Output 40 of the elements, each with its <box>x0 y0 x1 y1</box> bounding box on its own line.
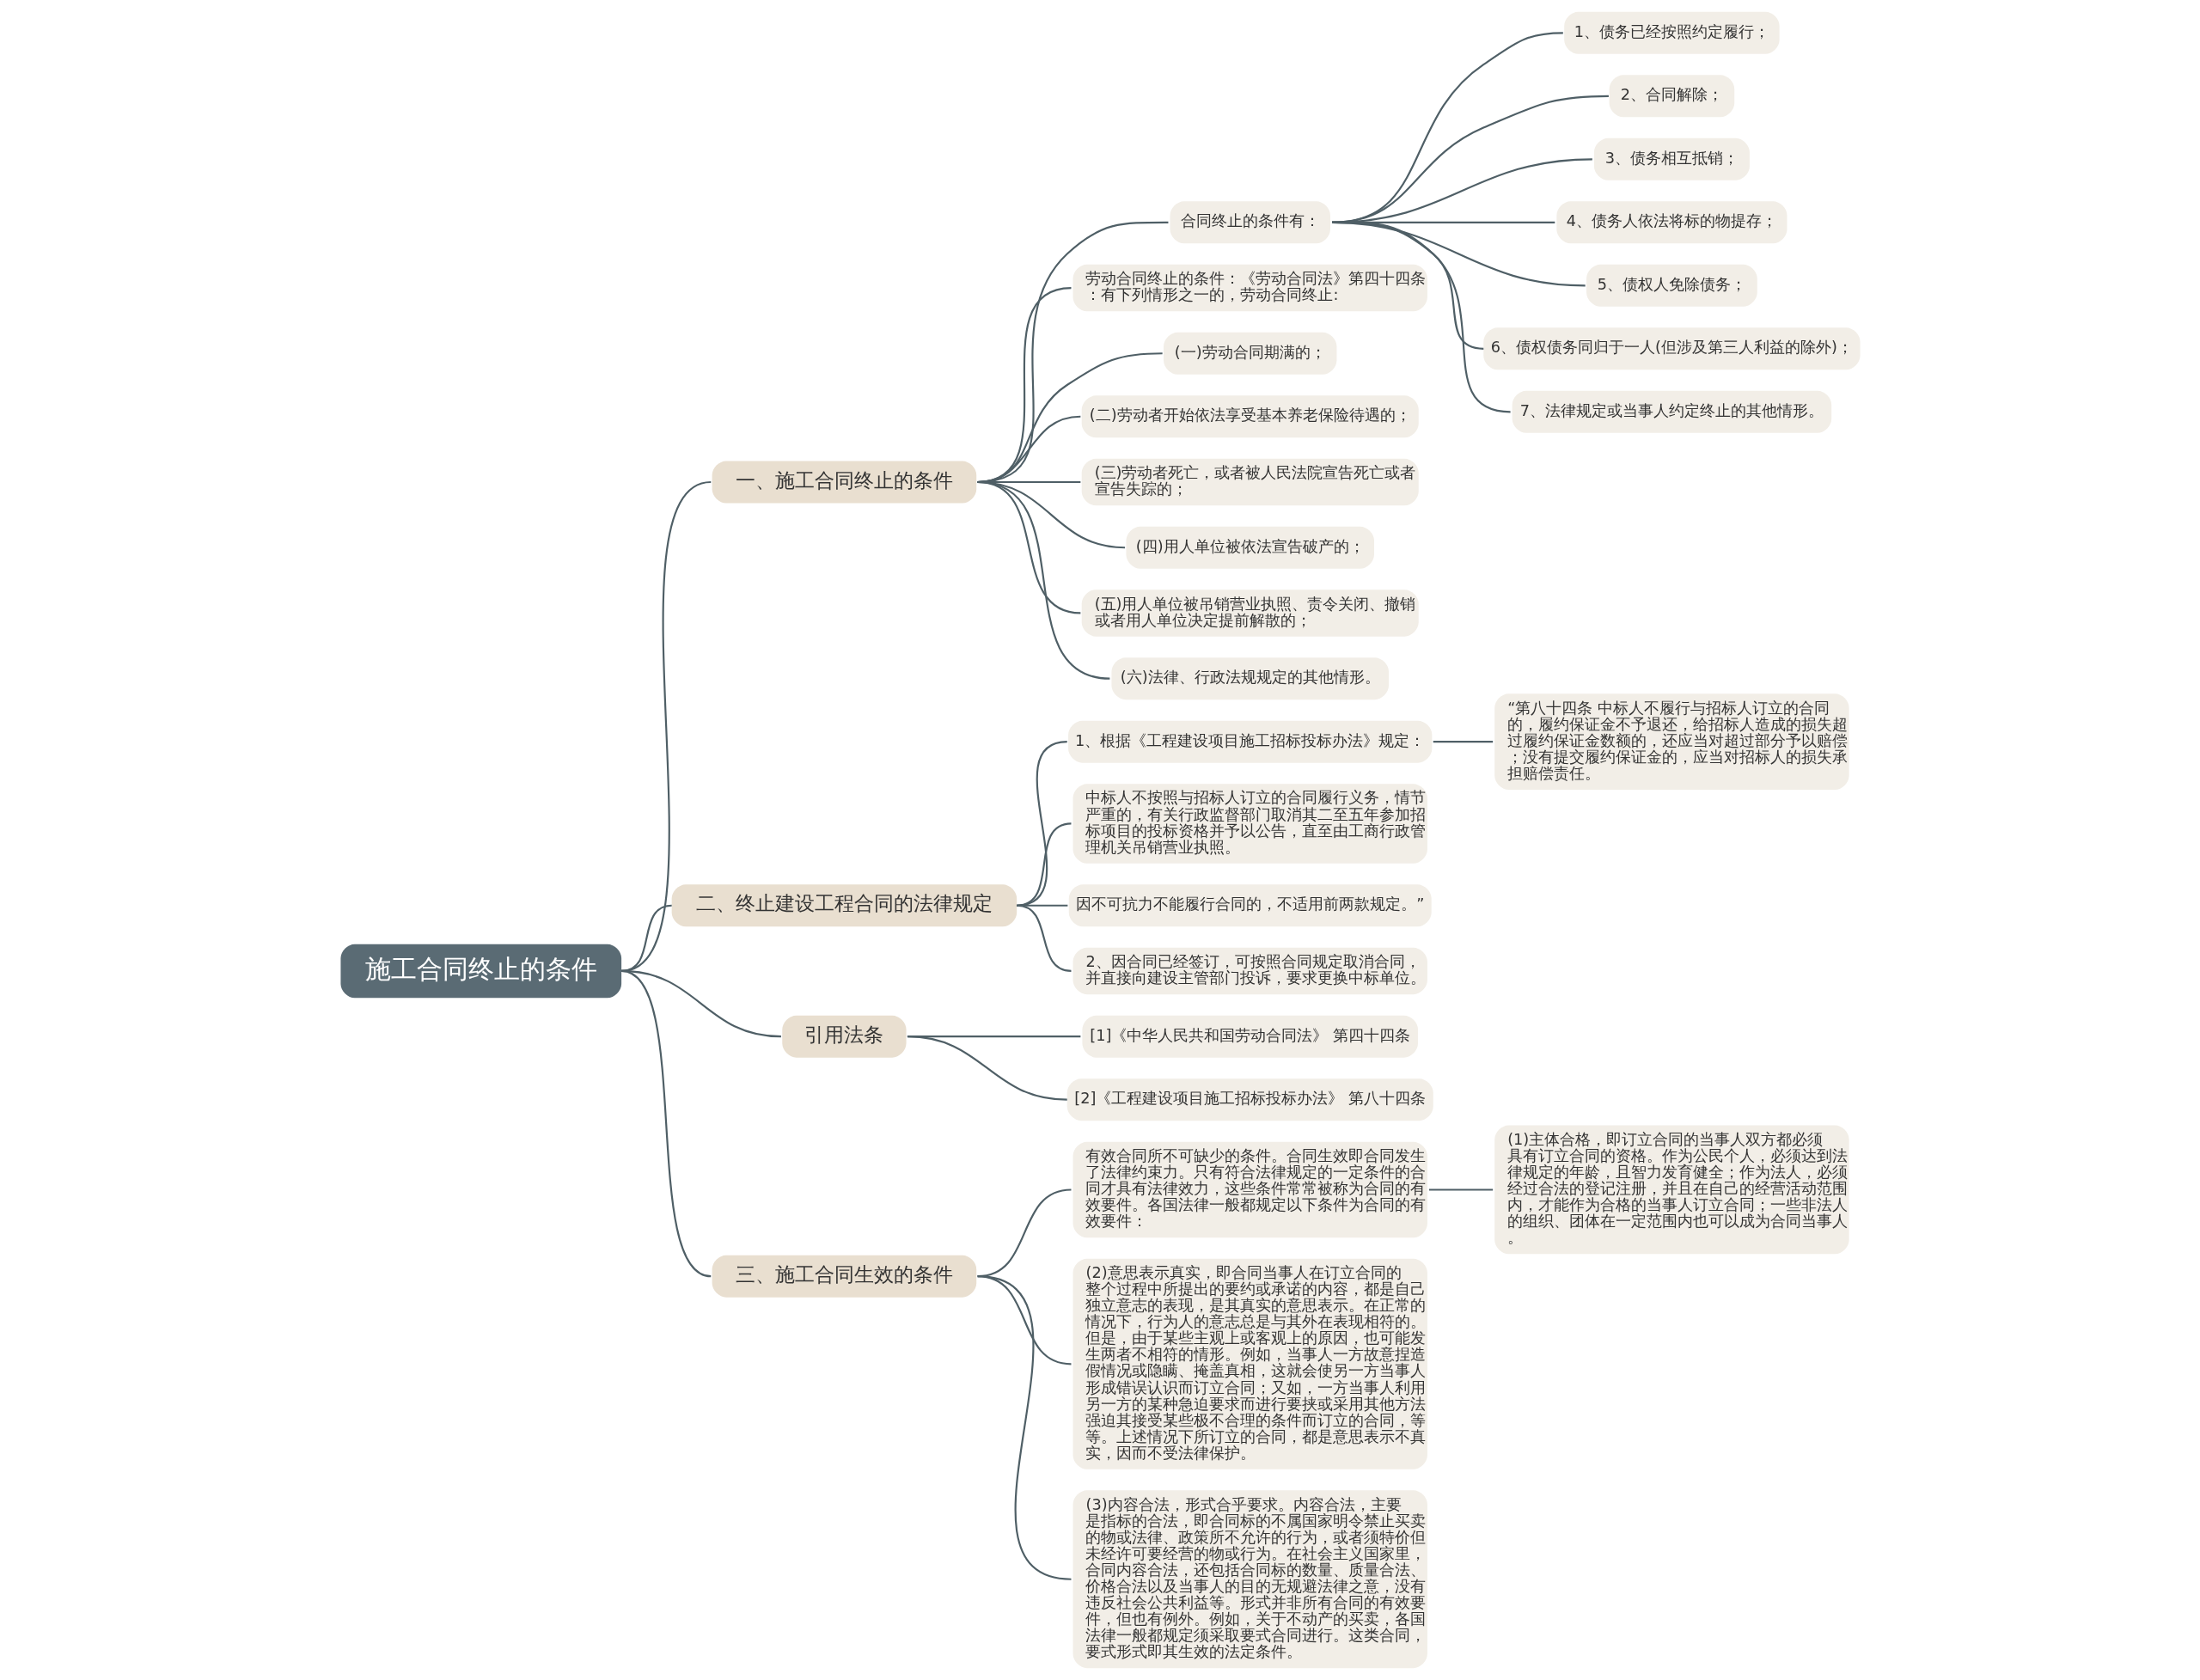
connector <box>1331 221 1511 413</box>
node-box: 劳动合同终止的条件：《劳动合同法》第四十四条：有下列情形之一的，劳动合同终止: <box>1072 264 1427 312</box>
node-box: 因不可抗力不能履行合同的，不适用前两款规定。” <box>1068 884 1432 927</box>
node-box: [1]《中华人民共和国劳动合同法》 第四十四条 <box>1081 1015 1418 1058</box>
node-box: (三)劳动者死亡，或者被人民法院宣告死亡或者宣告失踪的； <box>1081 458 1419 506</box>
node-box: (六)法律、行政法规规定的其他情形。 <box>1110 657 1389 700</box>
node-box: 7、法律规定或当事人约定终止的其他情形。 <box>1512 390 1831 433</box>
node-box: 2、因合同已经签订，可按照合同规定取消合同，并直接向建设主管部门投诉，要求更换中标单位。 <box>1072 947 1427 995</box>
node-box: 4、债务人依法将标的物提存； <box>1555 201 1787 244</box>
connector <box>976 1275 1072 1580</box>
connector <box>907 1035 1067 1101</box>
connector <box>1433 741 1493 743</box>
node-box: 1、根据《工程建设项目施工招标投标办法》规定： <box>1067 720 1432 763</box>
connector <box>976 480 1110 680</box>
node-box: 5、债权人免除债务； <box>1586 264 1757 307</box>
node-box: 施工合同终止的条件 <box>339 944 621 999</box>
node-box: 中标人不按照与招标人订立的合同履行义务，情节严重的，有关行政监督部门取消其二至五年参加招标项目的投标资格并予以公告，直至由工商行政管理机关吊销营业执照。 <box>1072 784 1427 864</box>
node-box: 一、施工合同终止的条件 <box>712 461 976 504</box>
node-box: (二)劳动者开始依法享受基本养老保险待遇的； <box>1081 395 1419 438</box>
node-box: 有效合同所不可缺少的条件。合同生效即合同发生了法律约束力。只有符合法律规定的一定条件的合同才具有法律效力，这些条件常常被称为合同的有效要件。各国法律一般都规定以下条件为合同的有效要件： <box>1072 1141 1427 1238</box>
node-box: 6、债权债务同归于一人(但涉及第三人利益的除外)； <box>1482 327 1861 370</box>
node-box: (五)用人单位被吊销营业执照、责令关闭、撤销或者用人单位决定提前解散的； <box>1081 590 1419 637</box>
node-box: 二、终止建设工程合同的法律规定 <box>671 884 1017 927</box>
node-box: “第八十四条 中标人不履行与招标人订立的合同的，履约保证金不予退还，给招标人造成的损失超过履约保证金数额的，还应当对超过部分予以赔偿；没有提交履约保证金的，应当对招标人的损失承担赔偿责任。 <box>1494 693 1849 790</box>
node-box: (一)劳动合同期满的； <box>1163 332 1336 375</box>
node-box: 引用法条 <box>781 1015 907 1058</box>
node-box: (2)意思表示真实，即合同当事人在订立合同的整个过程中所提出的要约或承诺的内容，都是自己独立意志的表现，是其真实的意思表示。在正常的情况下，行为人的意志总是与其外在表现相符的。但是，由于某些主观上或客观上的原因，也可能发生两者不相符的情形。例如，当事人一方故意捏造假情况或隐瞒、掩盖真相，这就会使另一方当事人形成错误认识而订立合同；又如，一方当事人利用另一方的某种急迫要求而进行要挟或采用其他方法强迫其接受某些极不合理的条件而订立的合同，等等。上述情况下所订立的合同，都是意思表示不真实，因而不受法律保护。 <box>1072 1258 1427 1469</box>
connector <box>620 969 712 1278</box>
connector <box>1016 904 1072 973</box>
connector <box>1016 822 1072 907</box>
node-box: (1)主体合格，即订立合同的当事人双方都必须具有订立合同的资格。作为公民个人，必须达到法律规定的年龄，且智力发育健全；作为法人，必须经过合法的登记注册，并且在自己的经营活动范围内，才能作为合格的当事人订立合同；一些非法人的组织、团体在一定范围内也可以成为合同当事人。 <box>1494 1125 1849 1255</box>
node-box: 2、合同解除； <box>1609 75 1734 118</box>
node-box: [2]《工程建设项目施工招标投标办法》 第八十四条 <box>1066 1078 1433 1121</box>
connector <box>1428 1188 1493 1191</box>
node-box: (四)用人单位被依法宣告破产的； <box>1125 526 1374 569</box>
node-box: 合同终止的条件有： <box>1170 201 1330 244</box>
node-box: 1、债务已经按照约定履行； <box>1563 11 1780 54</box>
node-box: (3)内容合法，形式合乎要求。内容合法，主要是指标的合法，即合同标的不属国家明令禁止买卖的物或法律、政策所不允许的行为，或者须特价但未经许可要经营的物或行为。在社会主义国家里，合同内容合法，还包括合同标的数量、质量合法、价格合法以及当事人的目的无规避法律之意，没有违反社会公共利益等。形式并非所有合同的有效要件，但也有例外。例如，关于不动产的买卖，各国法律一般都规定须采取要式合同进行。这类合同，要式形式即其生效的法定条件。 <box>1072 1490 1427 1669</box>
node-box: 3、债务相互抵销； <box>1593 137 1750 180</box>
node-box: 三、施工合同生效的条件 <box>712 1255 976 1298</box>
